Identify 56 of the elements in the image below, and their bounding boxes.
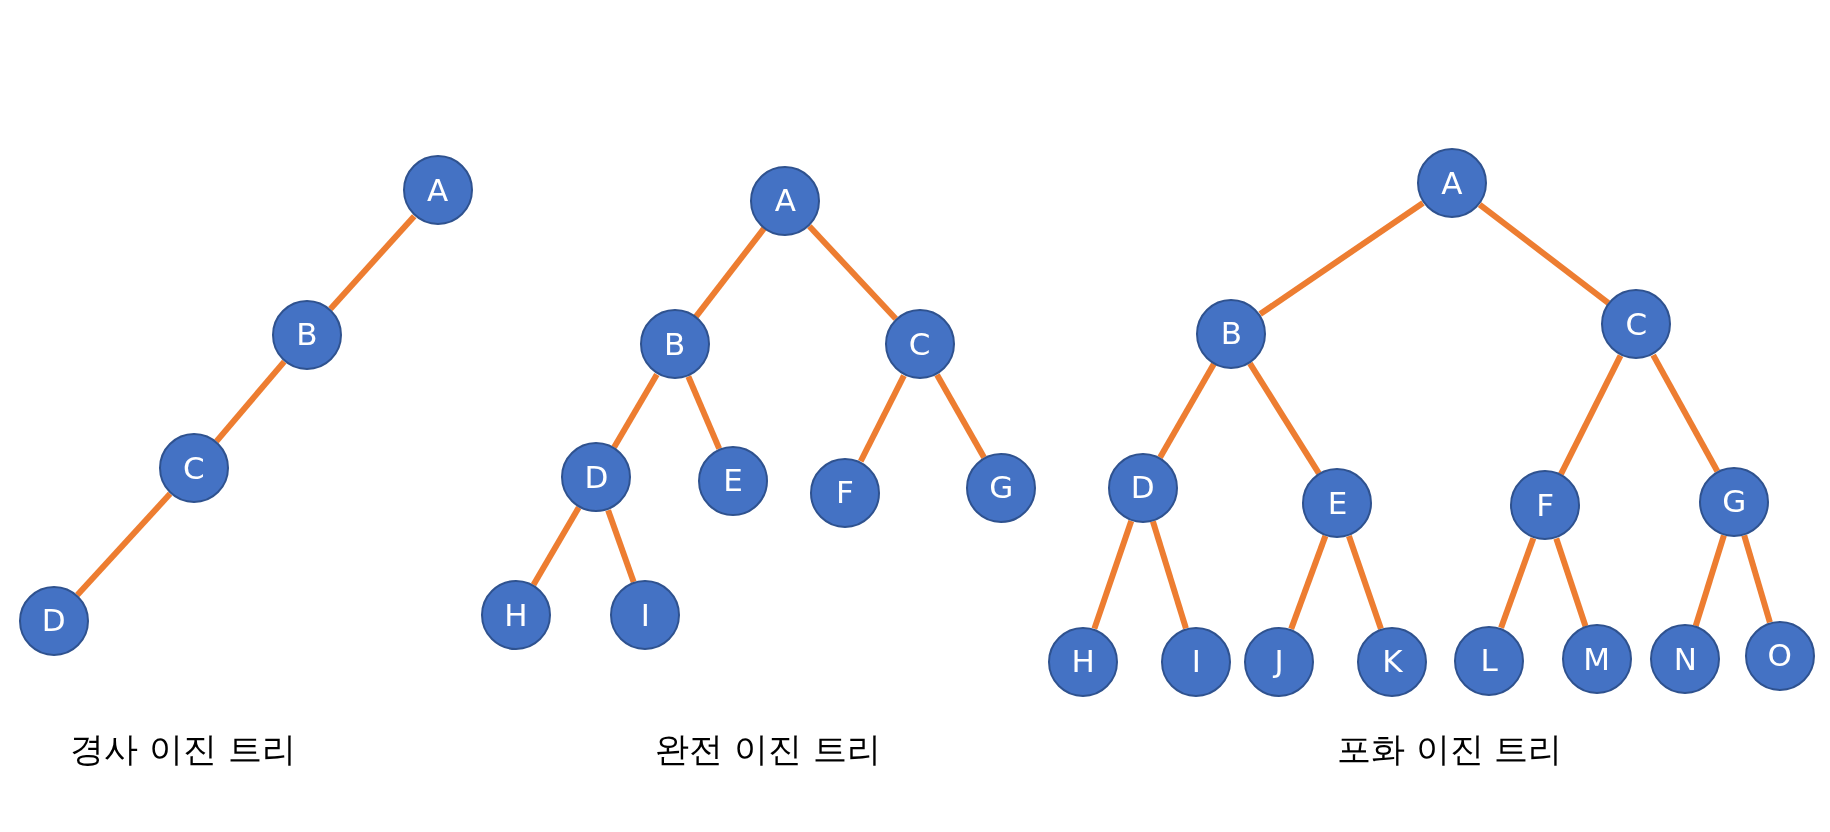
tree-edge	[1477, 202, 1611, 306]
tree-edge	[807, 224, 898, 321]
tree-node-circle: O	[1744, 620, 1815, 691]
tree-edge	[1650, 353, 1720, 473]
tree-node-circle: L	[1454, 625, 1525, 696]
tree-node-circle: D	[561, 442, 632, 513]
tree-node-circle: C	[884, 309, 955, 380]
tree-edge	[1091, 520, 1135, 630]
tree-edge	[1247, 361, 1322, 475]
tree-node-circle: F	[809, 457, 880, 528]
tree-edge	[934, 373, 987, 459]
tree-node-circle: A	[1416, 148, 1487, 219]
tree-node-circle: G	[966, 452, 1037, 523]
tree-edge	[858, 374, 907, 463]
tree-node-circle: A	[750, 165, 821, 236]
tree-edge	[75, 491, 173, 598]
tree-edge	[1150, 520, 1189, 630]
tree-edge	[1553, 537, 1589, 628]
tree-edge	[611, 372, 660, 449]
tree-edge	[693, 226, 767, 319]
tree-edge	[605, 509, 637, 584]
tree-node-circle: I	[610, 580, 681, 651]
tree-edge	[1741, 534, 1773, 624]
tree-node-circle: F	[1510, 470, 1581, 541]
tree-edge	[685, 375, 722, 450]
tree-node-circle: A	[402, 155, 473, 226]
tree-node-circle: B	[271, 299, 342, 370]
tree-node-circle: J	[1244, 626, 1315, 697]
tree-node-circle: D	[18, 585, 89, 656]
tree-caption: 포화 이진 트리	[1336, 727, 1563, 771]
tree-node-circle: B	[1196, 298, 1267, 369]
tree-node-circle: K	[1357, 626, 1428, 697]
tree-node-circle: C	[158, 433, 229, 503]
tree-edge	[1498, 537, 1537, 629]
tree-node-circle: E	[1302, 468, 1373, 538]
tree-edge	[214, 359, 287, 444]
tree-node-circle: I	[1161, 626, 1232, 697]
tree-edge	[328, 214, 417, 311]
tree-node-circle: H	[480, 580, 551, 651]
tree-node-circle: B	[639, 309, 710, 380]
tree-node-circle: D	[1107, 452, 1178, 523]
tree-edge	[1692, 534, 1727, 627]
tree-edge	[1288, 534, 1329, 630]
tree-edge	[1157, 362, 1217, 459]
tree-node-circle: G	[1699, 466, 1770, 537]
tree-caption: 완전 이진 트리	[655, 727, 881, 771]
tree-caption: 경사 이진 트리	[70, 727, 297, 771]
tree-edge	[1258, 200, 1425, 317]
tree-node-circle: N	[1650, 624, 1721, 695]
tree-node-circle: C	[1601, 289, 1672, 360]
tree-edge	[1346, 535, 1384, 630]
tree-edge	[1558, 354, 1624, 476]
tree-edge	[530, 506, 582, 587]
tree-node-circle: E	[697, 445, 768, 516]
tree-node-circle: H	[1048, 626, 1119, 697]
tree-node-circle: M	[1561, 624, 1632, 695]
